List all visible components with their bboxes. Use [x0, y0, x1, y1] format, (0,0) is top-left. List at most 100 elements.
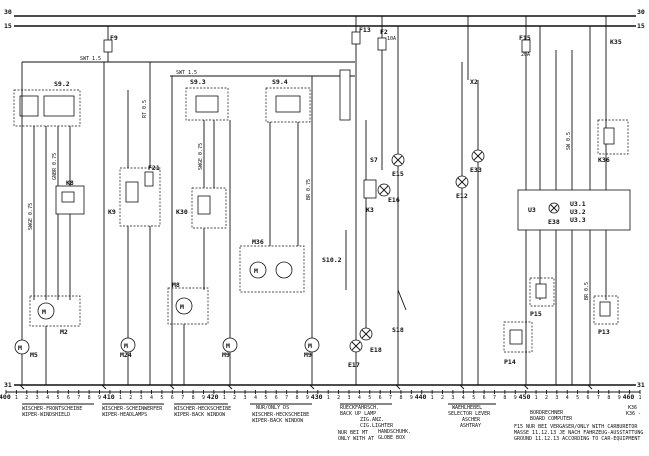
lamp-e38-label: E38: [548, 218, 560, 226]
footer-g9-l2: K36 -: [626, 411, 641, 417]
switch-s9-2-label: S9.2: [54, 80, 70, 88]
ruler-number: 6: [275, 395, 278, 401]
ruler-number: 4: [254, 395, 257, 401]
ruler-number: 2: [25, 395, 28, 401]
footer-g5-l3: ZIG.ANZ.: [360, 417, 384, 423]
sensor-p15-box: [529, 277, 555, 307]
ruler-number: 7: [285, 395, 288, 401]
ruler-number: 7: [493, 395, 496, 401]
lamp-e18-x2: [361, 329, 371, 339]
motor-m24-label: M24: [120, 351, 132, 359]
ruler-number: 440: [415, 393, 427, 401]
motor-m9-1-m: M: [226, 342, 230, 350]
ruler-number: 6: [379, 395, 382, 401]
ruler-number: 7: [181, 395, 184, 401]
board-computer-u3-label: U3: [528, 206, 536, 214]
ruler-number: 8: [607, 395, 610, 401]
ruler-number: 2: [233, 395, 236, 401]
wire-label-rt: RT 0.5: [142, 100, 148, 118]
ruler-number: 2: [441, 395, 444, 401]
ground-markers: [19, 384, 593, 390]
ruler-number: 3: [36, 395, 39, 401]
ruler-number: 4: [358, 395, 361, 401]
ruler-number: 5: [576, 395, 579, 401]
relay-k35-label: K35: [610, 38, 622, 46]
fuse-f13: [351, 31, 361, 45]
ruler-number: 1: [327, 395, 330, 401]
ruler-number: 9: [98, 395, 101, 401]
ruler-number: 6: [67, 395, 70, 401]
ruler-number: 420: [207, 393, 219, 401]
motor-m36: [249, 261, 267, 279]
sensor-p13: [599, 301, 611, 317]
lamp-e38-x2: [550, 204, 558, 212]
sensor-p13-box: [593, 295, 619, 325]
ruler-number: 5: [160, 395, 163, 401]
ruler-number: 6: [483, 395, 486, 401]
switch-s10-2-label: S10.2: [322, 256, 342, 264]
ruler-number: 400: [0, 393, 11, 401]
ruler-number: 8: [192, 395, 195, 401]
wire-label-gnbr: GNBR 0.75: [52, 153, 58, 180]
ruler-number: 1: [223, 395, 226, 401]
sensor-p14-label: P14: [504, 358, 516, 366]
wire-label-swge: SWGE 0.75: [28, 203, 34, 230]
ruler-number: 1: [15, 395, 18, 401]
wire-label-swt15b: SWT 1.5: [176, 70, 197, 76]
footer-g8-n3: GROUND 11.12.13 ACCORDING TO CAR-EQUIPME…: [514, 436, 640, 442]
ruler-number: 2: [337, 395, 340, 401]
ruler-number: 8: [296, 395, 299, 401]
footer-g2-l2: WIPER-HEADLAMPS: [102, 412, 147, 418]
ruler-number: 460: [623, 393, 635, 401]
footer-g6-note1: NUR BEI MT: [338, 430, 368, 436]
ruler-number: 5: [472, 395, 475, 401]
relay-k8-label: K8: [66, 179, 74, 187]
wire-label-br05: BR 0.5: [584, 282, 590, 300]
lamp-e16-label: E16: [388, 196, 400, 204]
footer-g5-l1: RUECKFAHRSCH.: [340, 405, 379, 411]
ruler-number: 6: [587, 395, 590, 401]
footer-g6-l1: HANDSCHUHK.: [378, 429, 411, 435]
footer-g3-l2: WIPER-BACK WINDOW: [174, 412, 226, 418]
relay-k9: [125, 181, 139, 203]
rail-15-label: 15: [4, 22, 12, 30]
fuse-f21: [144, 171, 154, 187]
footer-g7-l4: ASHTRAY: [460, 423, 481, 429]
sensor-p14-box: [503, 321, 533, 353]
ruler-number: 1: [431, 395, 434, 401]
ruler-number: 3: [347, 395, 350, 401]
relay-k36-box: [597, 119, 629, 155]
fuse-f21-label: F21: [148, 164, 160, 172]
lamp-e17-x2: [351, 341, 361, 351]
ruler-number: 5: [264, 395, 267, 401]
relay-k36: [603, 127, 615, 145]
ruler-number: 7: [389, 395, 392, 401]
ruler-number: 5: [368, 395, 371, 401]
footer-g7-l2: SELECTOR LEVER: [448, 411, 491, 417]
sensor-p14: [509, 329, 523, 345]
relay-k30: [197, 195, 211, 215]
fuse-f9: [103, 39, 113, 53]
fuse-f15-label: F15: [519, 34, 531, 42]
s9-2-contact-a: [19, 95, 39, 117]
footer-g5-l4: CIG.LIGHTER: [360, 423, 394, 429]
rail-15-label-right: 15: [637, 22, 645, 30]
motor-m2-m: M: [42, 308, 46, 316]
fuse-f15: [521, 39, 531, 53]
rail-31-label: 31: [4, 381, 12, 389]
relay-k36-label: K36: [598, 156, 610, 164]
fuse-f15-amp: 20A: [521, 52, 530, 58]
relay-k30-box: [191, 187, 227, 229]
ruler-number: 2: [545, 395, 548, 401]
switch-s9-4-label: S9.4: [272, 78, 288, 86]
footer-g3-l1: WISCHER-HECKSCHEIBE: [174, 406, 231, 412]
footer-g2-l1: WISCHER-SCHEINWERFER: [102, 406, 163, 412]
footer-labels: WISCHER-FRONTSCHEIBE WIPER-WINDSHIELD WI…: [22, 403, 643, 442]
motor-m2-box: [29, 295, 81, 327]
relay-k8-coil: [61, 191, 75, 203]
ruler-number: 1: [119, 395, 122, 401]
sensor-p15-label: P15: [530, 310, 542, 318]
sensor-p13-label: P13: [598, 328, 610, 336]
motor-m9-1-label: M9: [222, 351, 230, 359]
